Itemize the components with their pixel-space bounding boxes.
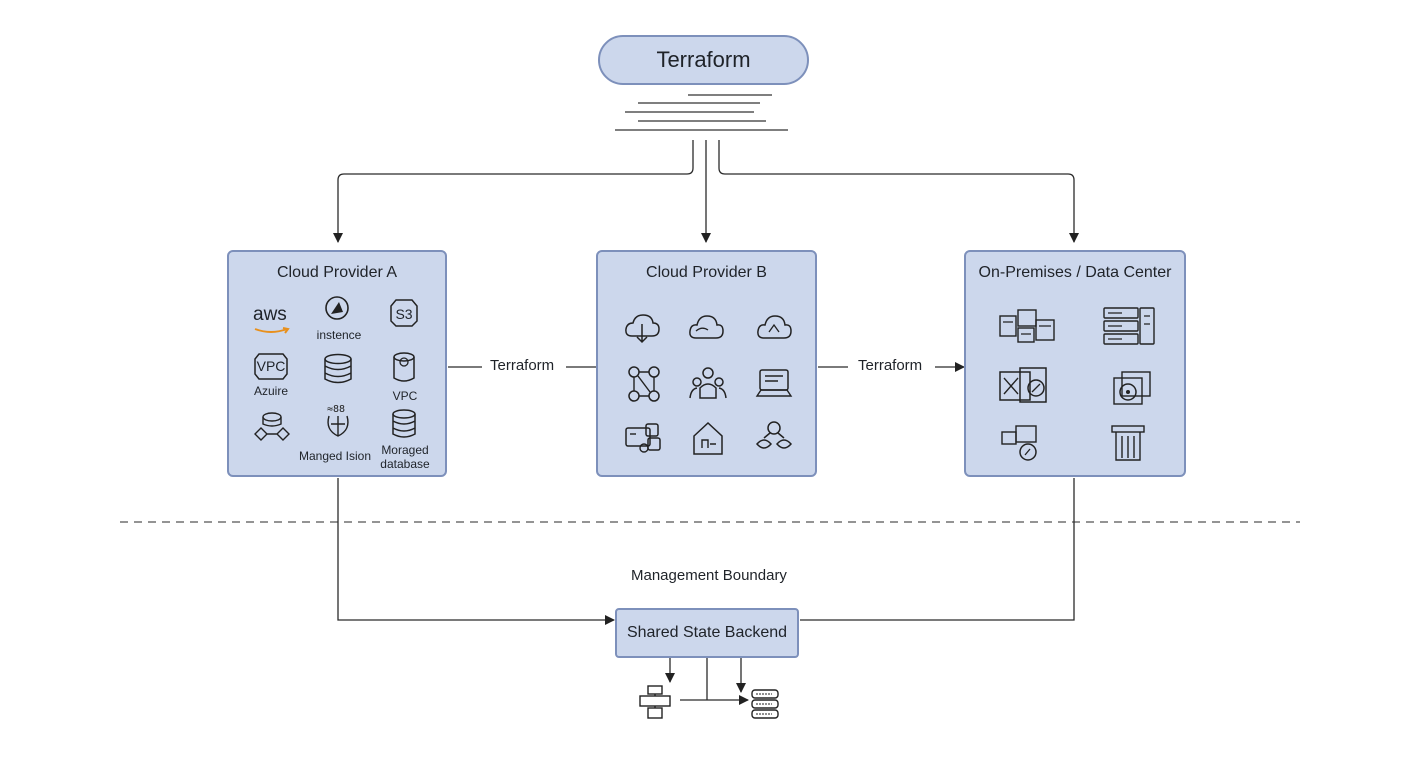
panel-title: Cloud Provider B xyxy=(646,264,767,281)
s3-label: S3 xyxy=(395,306,413,322)
users-icon xyxy=(688,364,728,404)
house-icon xyxy=(688,418,728,458)
network-icon xyxy=(754,418,794,458)
instance-icon xyxy=(319,294,355,324)
server-rack-icon xyxy=(1102,306,1158,346)
servers-icon xyxy=(622,418,662,458)
terraform-output-lines xyxy=(615,94,788,131)
network-icon xyxy=(251,410,293,444)
disk-stack-icon xyxy=(1106,370,1156,410)
cloud-download-icon xyxy=(622,308,662,348)
cloud-icon xyxy=(686,308,726,348)
vpc-label-2: VPC xyxy=(392,389,418,403)
arrow-to-on-premises xyxy=(718,140,1079,243)
connector-label-a-b: Terraform xyxy=(484,357,561,375)
switch-icon xyxy=(638,684,678,720)
managed-function-label: Manged Ision xyxy=(298,449,372,463)
connector-label-b-onprem: Terraform xyxy=(852,357,929,375)
panel-title: On-Premises / Data Center xyxy=(978,264,1172,281)
s3-bucket-icon xyxy=(387,296,421,330)
terraform-node[interactable]: Terraform xyxy=(598,35,809,85)
monitor-icon xyxy=(754,364,794,404)
shared-state-backend[interactable]: Shared State Backend xyxy=(615,608,799,658)
managed-database-label: Moraged database xyxy=(380,443,430,471)
line-onprem-to-backend xyxy=(800,478,1075,621)
terraform-node-label: Terraform xyxy=(656,47,751,72)
device-icon xyxy=(1000,422,1050,464)
panel-title: Cloud Provider A xyxy=(276,264,398,281)
arrow-to-provider-a xyxy=(333,140,694,243)
vpc-icon xyxy=(253,350,289,382)
backend-split-line xyxy=(680,658,748,700)
database-icon xyxy=(321,352,355,386)
line-provider-a-to-backend xyxy=(337,478,615,625)
cloud-user-icon xyxy=(754,308,794,348)
panel-cloud-provider-b[interactable]: Cloud Provider B xyxy=(596,250,817,477)
graph-icon xyxy=(624,364,664,404)
instance-label: instence xyxy=(316,328,362,342)
aws-logo: aws xyxy=(253,304,287,325)
server-cluster-icon xyxy=(998,306,1058,346)
managed-database-icon xyxy=(389,408,419,440)
aws-smile-icon xyxy=(253,322,293,334)
vpc-cylinder-icon xyxy=(389,350,419,386)
storage-icon xyxy=(750,688,780,722)
panel-cloud-provider-a[interactable]: Cloud Provider A aws instence S3 VPC Azu… xyxy=(227,250,447,477)
azure-label: Azuire xyxy=(253,384,289,398)
panel-on-premises[interactable]: On-Premises / Data Center xyxy=(964,250,1186,477)
rack-icon xyxy=(1110,424,1146,464)
vpc-label: VPC xyxy=(256,358,286,374)
function-icon: ≈88 xyxy=(321,402,355,444)
shared-state-backend-label: Shared State Backend xyxy=(626,624,788,641)
management-boundary-label: Management Boundary xyxy=(631,567,787,584)
svg-text:≈88: ≈88 xyxy=(327,404,345,415)
monitor-disk-icon xyxy=(998,366,1058,408)
